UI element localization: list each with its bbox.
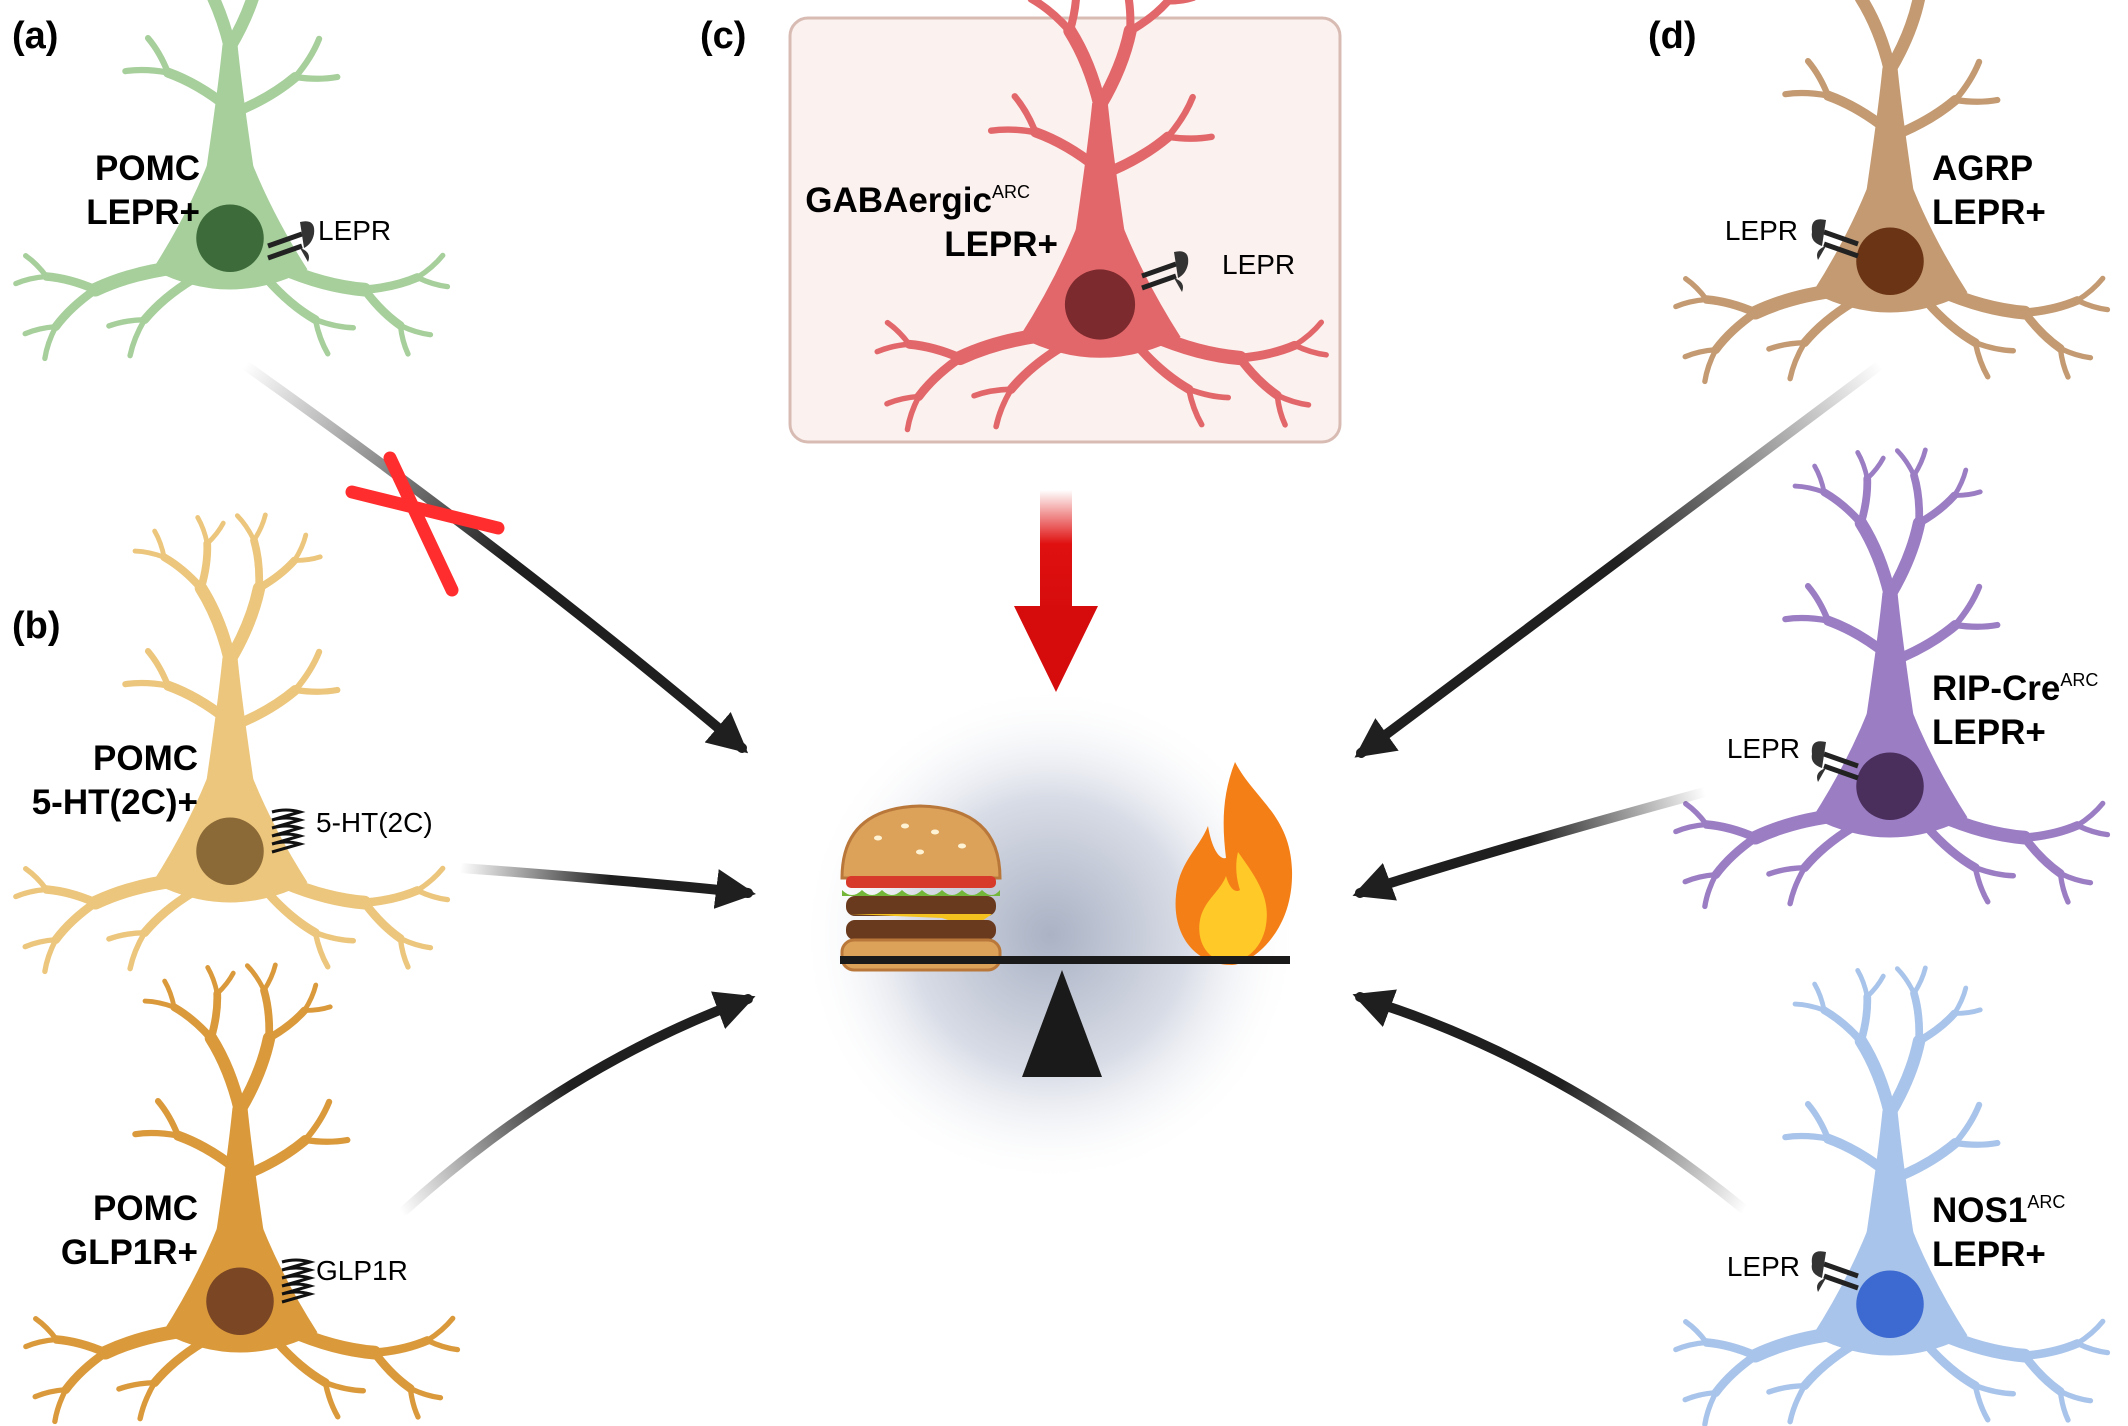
gabaergic-receptor-label: LEPR	[1222, 249, 1295, 280]
panel-label-d: (d)	[1648, 15, 1697, 57]
agrp-label-line2: LEPR+	[1932, 193, 2046, 232]
lepr-receptor-icon	[267, 221, 315, 262]
pomc-glp1r-receptor-label: GLP1R	[316, 1255, 408, 1286]
neuron-pomc-glp1r: POMC GLP1R+ GLP1R	[23, 962, 461, 1425]
nos1-label-line1: NOS1ARC	[1932, 1191, 2065, 1230]
neuron-agrp: AGRP LEPR+ LEPR	[1673, 0, 2111, 385]
pomc-glp1r-label-line2: GLP1R+	[61, 1233, 198, 1272]
pomc-lepr-label-line2: LEPR+	[86, 193, 200, 232]
nos1-label-line2: LEPR+	[1932, 1235, 2046, 1274]
ripcre-label-line1: RIP-CreARC	[1932, 669, 2098, 708]
neuron-ripcre-arc: RIP-CreARC LEPR+ LEPR	[1673, 447, 2111, 910]
pomc-lepr-label-line1: POMC	[95, 149, 200, 188]
neuron-pomc-5ht2c: POMC 5-HT(2C)+ 5-HT(2C)	[13, 512, 451, 975]
agrp-label-line1: AGRP	[1932, 149, 2033, 188]
burger-icon	[840, 804, 1002, 972]
nos1-receptor-label: LEPR	[1727, 1251, 1800, 1282]
lepr-receptor-icon	[1141, 251, 1189, 292]
pomc-5ht2c-label-line2: 5-HT(2C)+	[32, 783, 198, 822]
flame-icon	[1175, 762, 1293, 965]
panel-label-a: (a)	[12, 15, 58, 57]
arrow-ripcre-to-balance	[1352, 787, 1710, 901]
blocked-x-icon	[345, 451, 505, 597]
nucleus	[196, 817, 264, 885]
arrow-agrp-to-balance	[1354, 360, 1885, 758]
arrow-pomc-5ht2c-to-balance	[455, 863, 756, 909]
lepr-receptor-icon	[1811, 741, 1859, 782]
neuron-nos1-arc: NOS1ARC LEPR+ LEPR	[1673, 965, 2111, 1426]
panel-label-b: (b)	[12, 605, 61, 647]
nucleus	[196, 204, 264, 272]
agrp-receptor-label: LEPR	[1725, 215, 1798, 246]
arrow-pomc-lepr-to-balance	[240, 360, 749, 754]
nucleus	[1856, 1270, 1924, 1338]
pomc-lepr-receptor-label: LEPR	[318, 215, 391, 246]
neuron-pomc-lepr: POMC LEPR+ LEPR	[13, 0, 451, 362]
nucleus	[1856, 752, 1924, 820]
lepr-receptor-icon	[1811, 1251, 1859, 1292]
arrow-pomc-glp1r-to-balance	[400, 991, 756, 1215]
balance-scale-icon	[840, 956, 1290, 1077]
gabaergic-label-line2: LEPR+	[944, 225, 1058, 264]
nucleus	[1064, 269, 1136, 340]
arrow-gabaergic-to-balance	[1014, 490, 1098, 692]
ripcre-receptor-label: LEPR	[1727, 733, 1800, 764]
nucleus	[1856, 227, 1924, 295]
nucleus	[206, 1267, 274, 1335]
panel-label-c: (c)	[700, 15, 746, 57]
pomc-5ht2c-receptor-label: 5-HT(2C)	[316, 807, 433, 838]
gpcr-receptor-icon	[271, 808, 306, 854]
gpcr-receptor-icon	[281, 1258, 316, 1304]
ripcre-label-line2: LEPR+	[1932, 713, 2046, 752]
pomc-5ht2c-label-line1: POMC	[93, 739, 198, 778]
pomc-glp1r-label-line1: POMC	[93, 1189, 198, 1228]
lepr-receptor-icon	[1811, 219, 1859, 260]
arrow-nos1-to-balance	[1352, 989, 1750, 1215]
panel-c-box	[788, 16, 1342, 444]
